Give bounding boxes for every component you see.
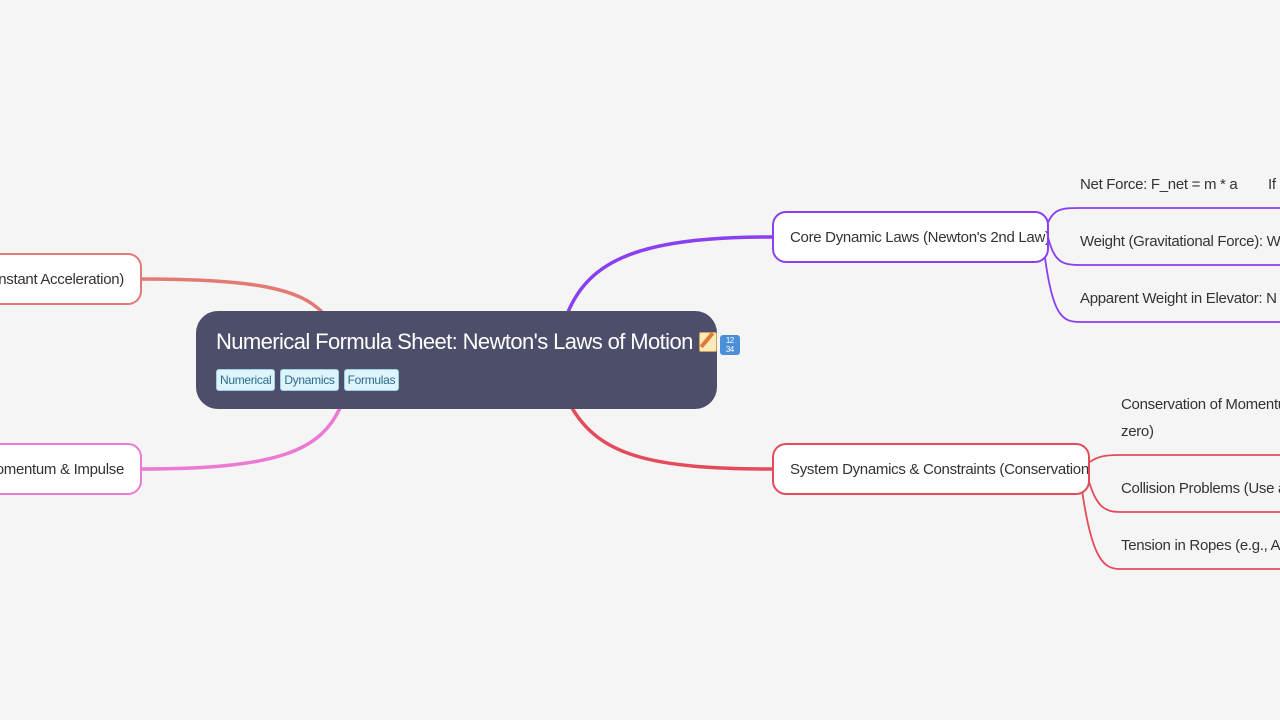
connector-root-system bbox=[570, 407, 773, 471]
connector-root-kinematics bbox=[140, 277, 324, 314]
tag-formulas[interactable]: Formulas bbox=[343, 369, 400, 391]
branch-system-dynamics[interactable]: System Dynamics & Constraints (Conservat… bbox=[772, 443, 1090, 495]
connector-system-child-3 bbox=[1081, 489, 1280, 570]
connector-root-core bbox=[566, 235, 773, 313]
core-child-weight[interactable]: Weight (Gravitational Force): W = m bbox=[1080, 233, 1280, 250]
branch-system-label: System Dynamics & Constraints (Conservat… bbox=[790, 460, 1090, 478]
root-title-text: Numerical Formula Sheet: Newton's Laws o… bbox=[216, 329, 693, 354]
branch-core-dynamic-laws[interactable]: Core Dynamic Laws (Newton's 2nd Law) bbox=[772, 211, 1049, 263]
edit-note-icon bbox=[698, 332, 717, 352]
branch-constant-acceleration[interactable]: nstant Acceleration) bbox=[0, 253, 142, 305]
connector-core-child-3 bbox=[1043, 249, 1280, 323]
connector-core-child-2 bbox=[1047, 236, 1280, 266]
branch-momentum-impulse[interactable]: omentum & Impulse bbox=[0, 443, 142, 495]
system-child-conservation-line1: Conservation of Momentum bbox=[1121, 396, 1280, 413]
root-title: Numerical Formula Sheet: Newton's Laws o… bbox=[216, 325, 740, 359]
core-child-apparent-weight[interactable]: Apparent Weight in Elevator: N = m bbox=[1080, 290, 1280, 307]
tag-list: Numerical Dynamics Formulas bbox=[216, 369, 697, 391]
root-node[interactable]: Numerical Formula Sheet: Newton's Laws o… bbox=[196, 311, 740, 409]
system-child-conservation[interactable]: Conservation of Momentum zero) bbox=[1121, 391, 1280, 445]
system-child-tension[interactable]: Tension in Ropes (e.g., Atw bbox=[1121, 537, 1280, 554]
connector-system-child-1 bbox=[1089, 454, 1280, 463]
core-child-net-force[interactable]: Net Force: F_net = m * a bbox=[1080, 176, 1238, 193]
system-child-collision[interactable]: Collision Problems (Use ab bbox=[1121, 480, 1280, 497]
core-child-fragment[interactable]: If bbox=[1268, 176, 1276, 193]
branch-kinematics-label: nstant Acceleration) bbox=[0, 270, 124, 288]
tag-numerical[interactable]: Numerical bbox=[216, 369, 276, 391]
connector-root-momentum bbox=[140, 407, 342, 471]
connector-core-child-1 bbox=[1045, 207, 1280, 229]
system-child-conservation-line2: zero) bbox=[1121, 423, 1154, 440]
branch-core-label: Core Dynamic Laws (Newton's 2nd Law) bbox=[790, 228, 1049, 246]
connector-system-child-2 bbox=[1087, 477, 1280, 513]
branch-momentum-label: omentum & Impulse bbox=[0, 460, 124, 478]
tag-dynamics[interactable]: Dynamics bbox=[280, 369, 339, 391]
